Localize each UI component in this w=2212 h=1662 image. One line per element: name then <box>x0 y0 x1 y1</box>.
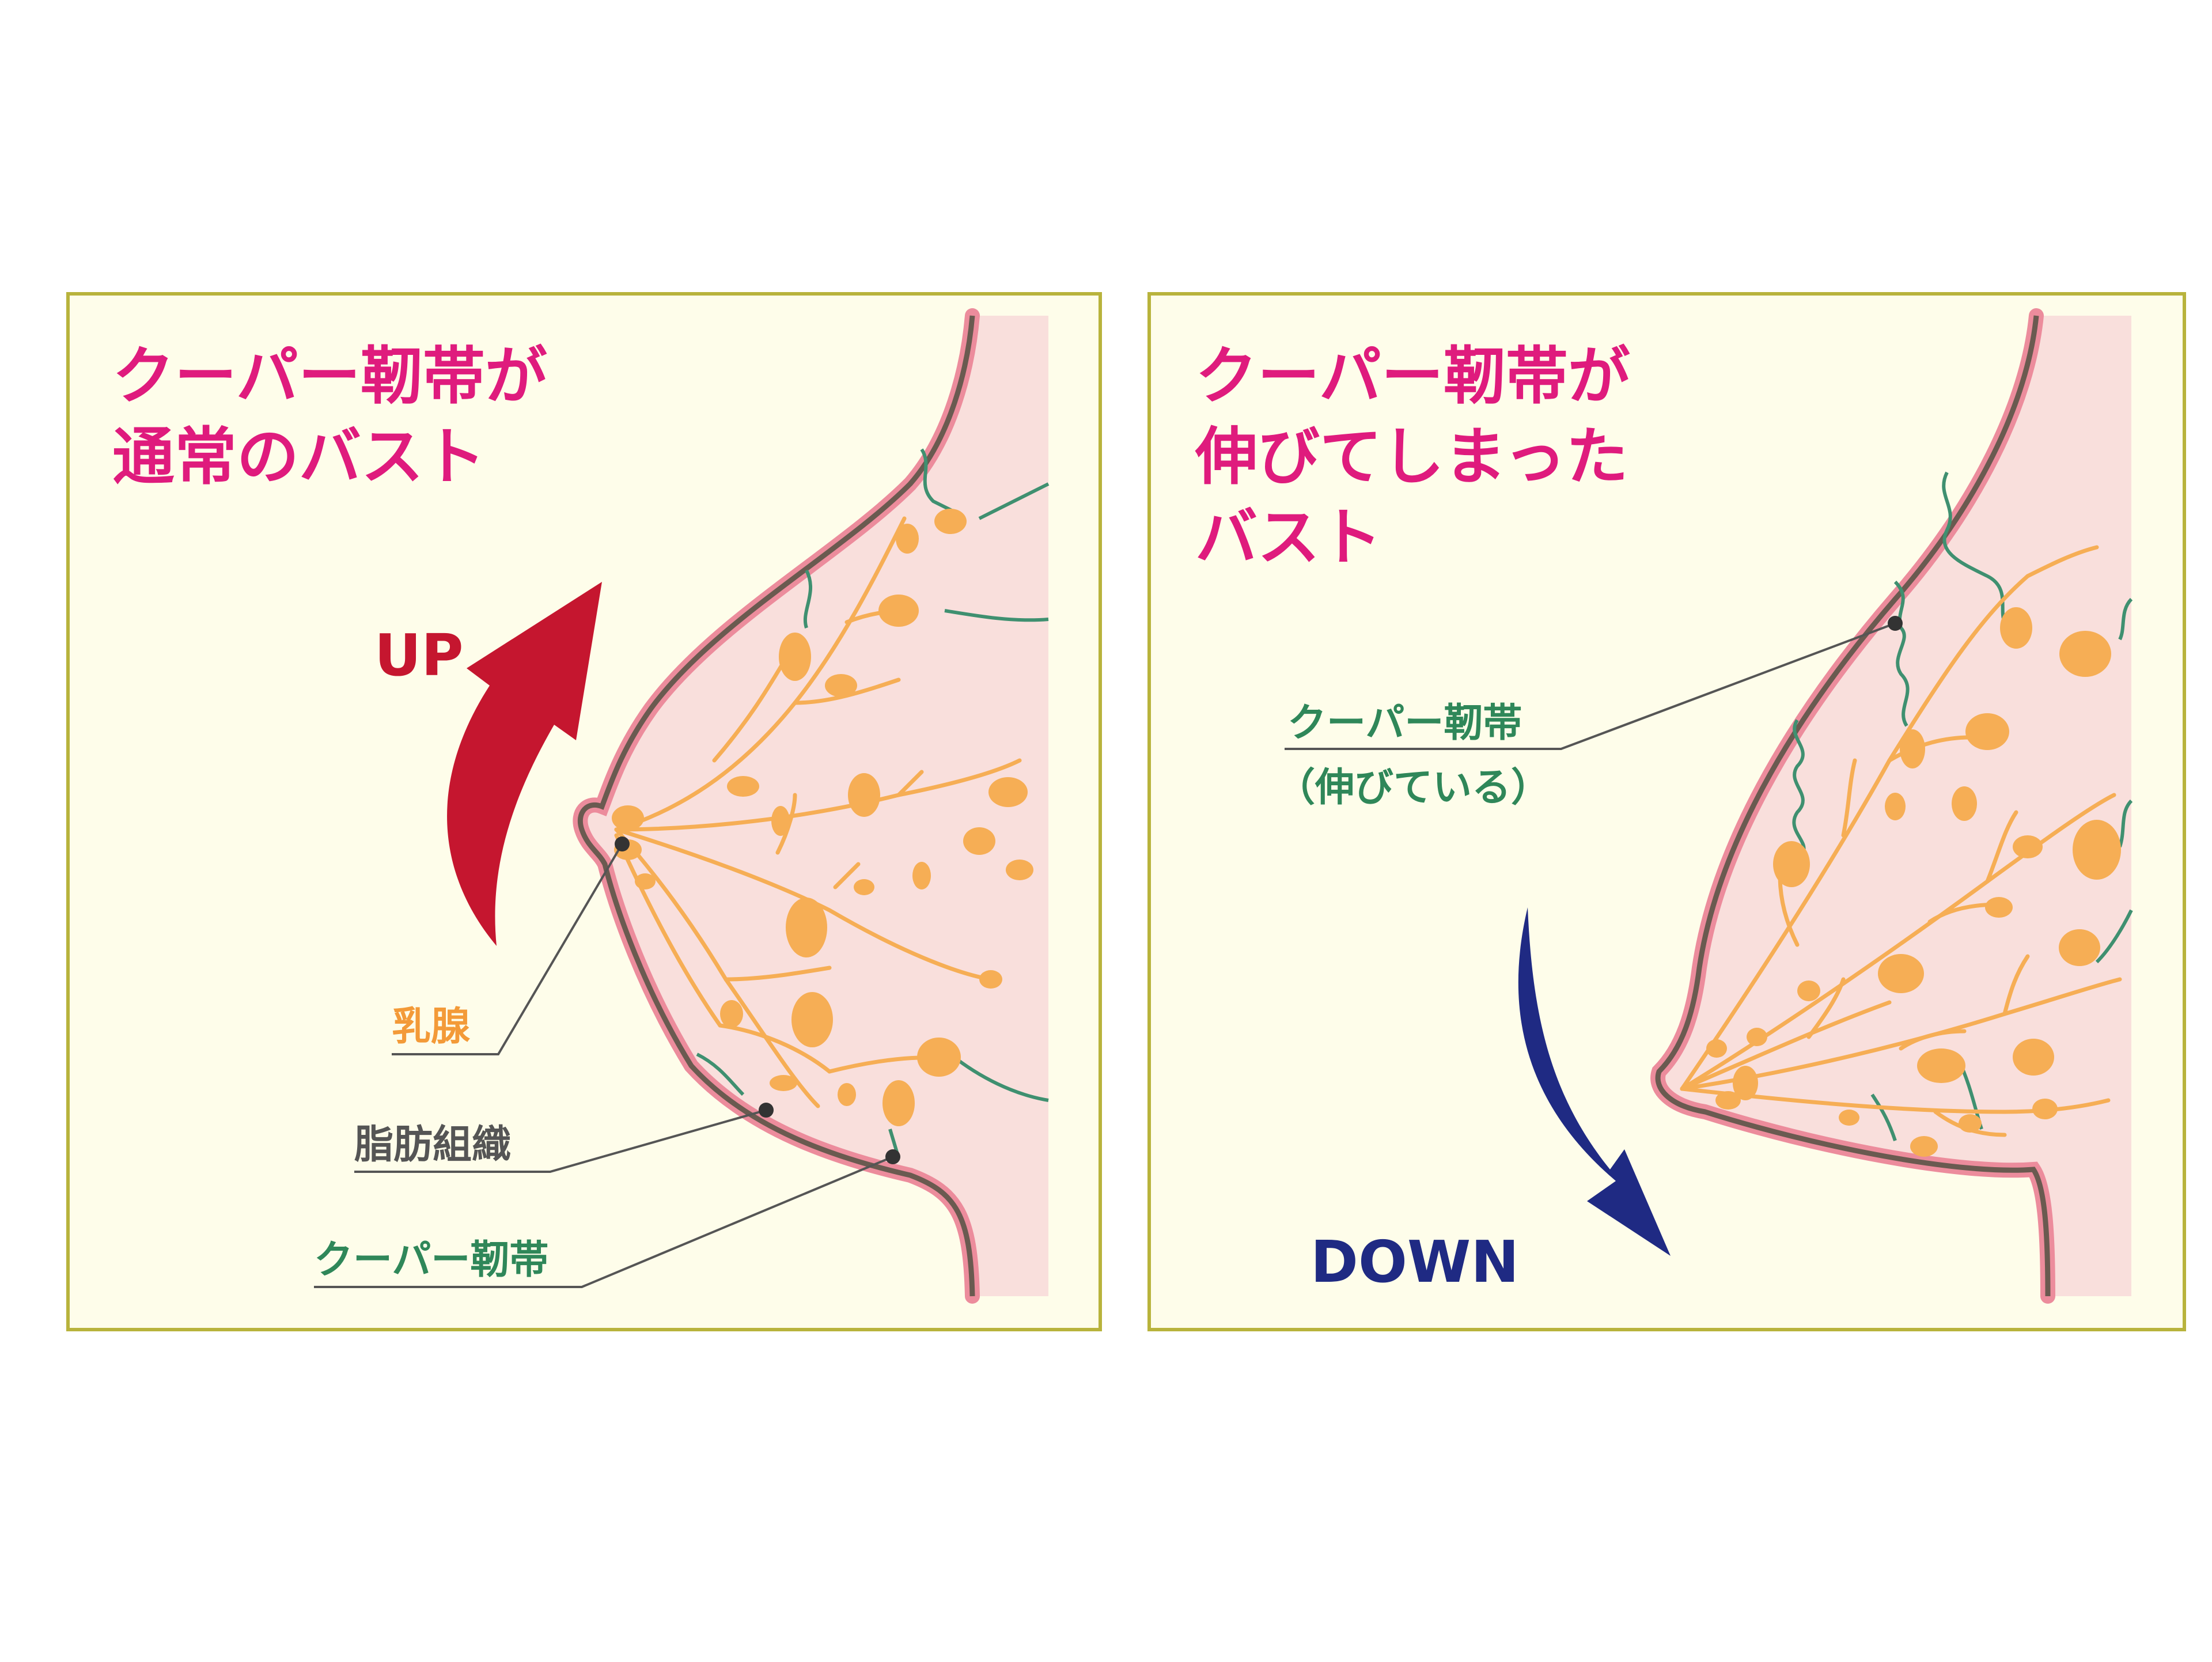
label-stretched-note: （伸びている） <box>1276 765 1550 811</box>
fat-tissue-line-sagging <box>1655 315 2051 1297</box>
heading-line-1-right: クーパー靭帯が <box>1195 340 1630 412</box>
label-cooper-ligament: クーパー靭帯 <box>314 1237 548 1283</box>
mammary-gland-normal <box>612 509 1033 1126</box>
cooper-ligaments-normal <box>696 448 1050 1159</box>
fat-tissue-line <box>577 315 975 1297</box>
panel-stretched-bust: クーパー靭帯が 伸びてしまった バスト DOWN クーパー靭帯 （伸びている） <box>1147 292 2186 1331</box>
label-mammary-gland: 乳腺 <box>392 1004 471 1050</box>
up-arrow-label: UP <box>374 622 464 689</box>
heading-line-2-right: 伸びてしまった <box>1195 421 1628 493</box>
leader-dots-normal <box>615 836 900 1164</box>
leader-dot-stretched <box>1888 616 1903 631</box>
down-arrow-label: DOWN <box>1310 1228 1519 1296</box>
panel-normal-bust: クーパー靭帯が 通常のバスト UP 乳腺 脂肪組織 クーパー靭帯 <box>66 292 1102 1331</box>
down-arrow <box>1518 907 1671 1256</box>
label-cooper-ligament-stretched: クーパー靭帯 <box>1287 701 1522 746</box>
leader-line-stretched <box>1285 622 1896 750</box>
label-fat-tissue: 脂肪組織 <box>354 1122 511 1168</box>
heading-line-2: 通常のバスト <box>112 421 486 493</box>
heading-line-1: クーパー靭帯が <box>112 340 547 412</box>
up-arrow <box>447 582 602 946</box>
leader-lines-normal <box>314 843 893 1288</box>
mammary-gland-sagging <box>1680 545 2122 1157</box>
heading-line-3-right: バスト <box>1195 502 1382 574</box>
